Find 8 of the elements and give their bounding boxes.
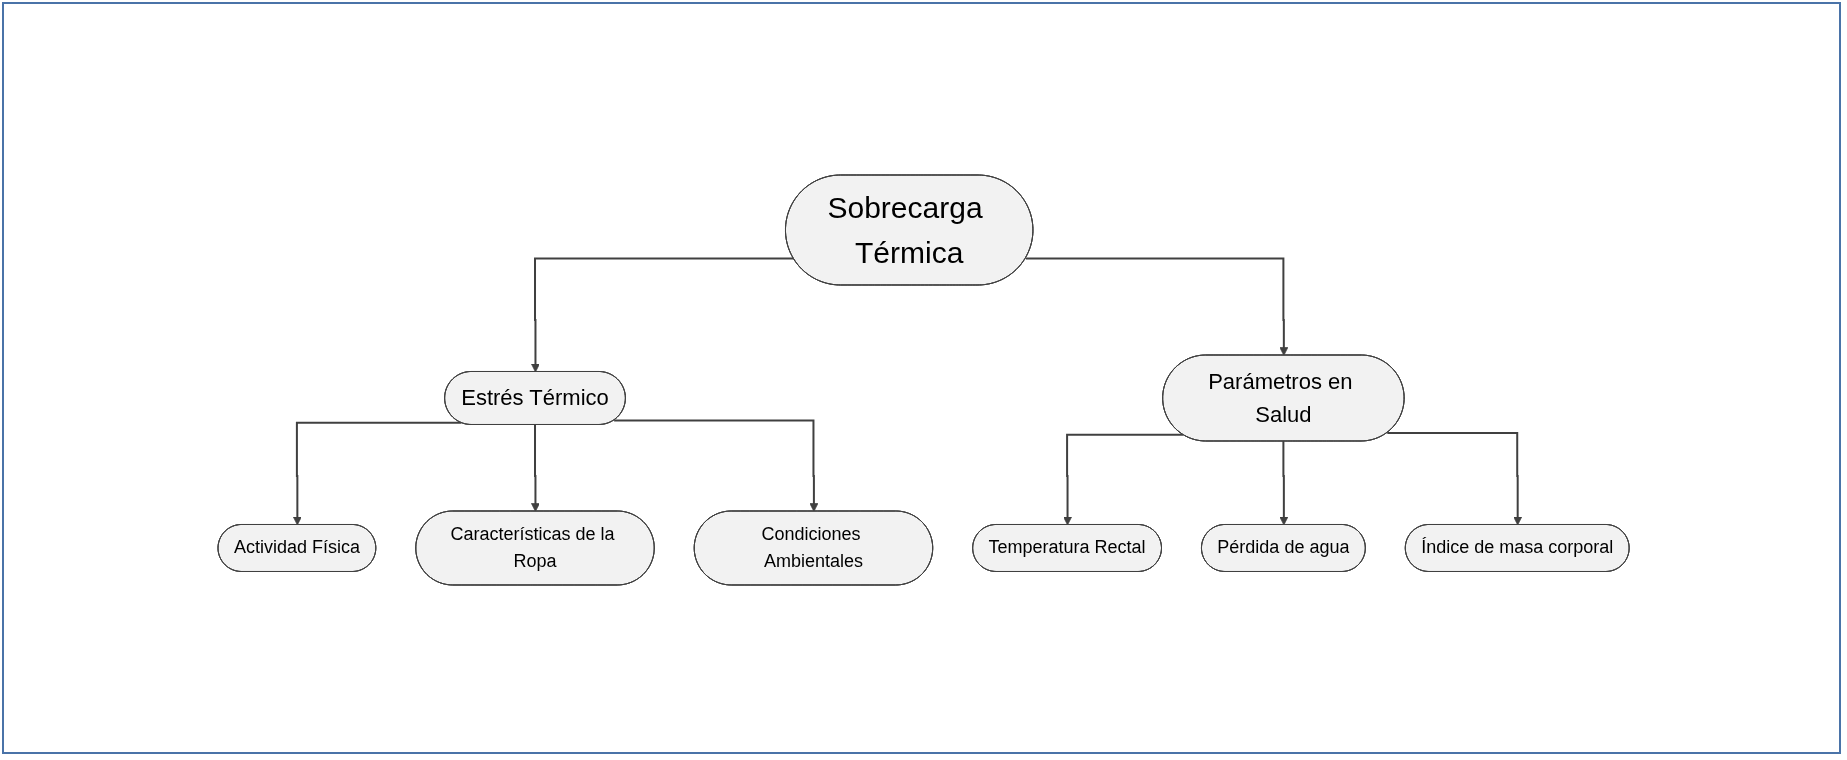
- arrow: [1063, 433, 1185, 526]
- arrow: [1279, 440, 1289, 526]
- arrow: [531, 424, 540, 512]
- arrow: [613, 419, 819, 512]
- arrow: [531, 257, 795, 373]
- arrow: [292, 421, 463, 526]
- arrow: [1386, 432, 1522, 526]
- arrow: [1024, 257, 1289, 356]
